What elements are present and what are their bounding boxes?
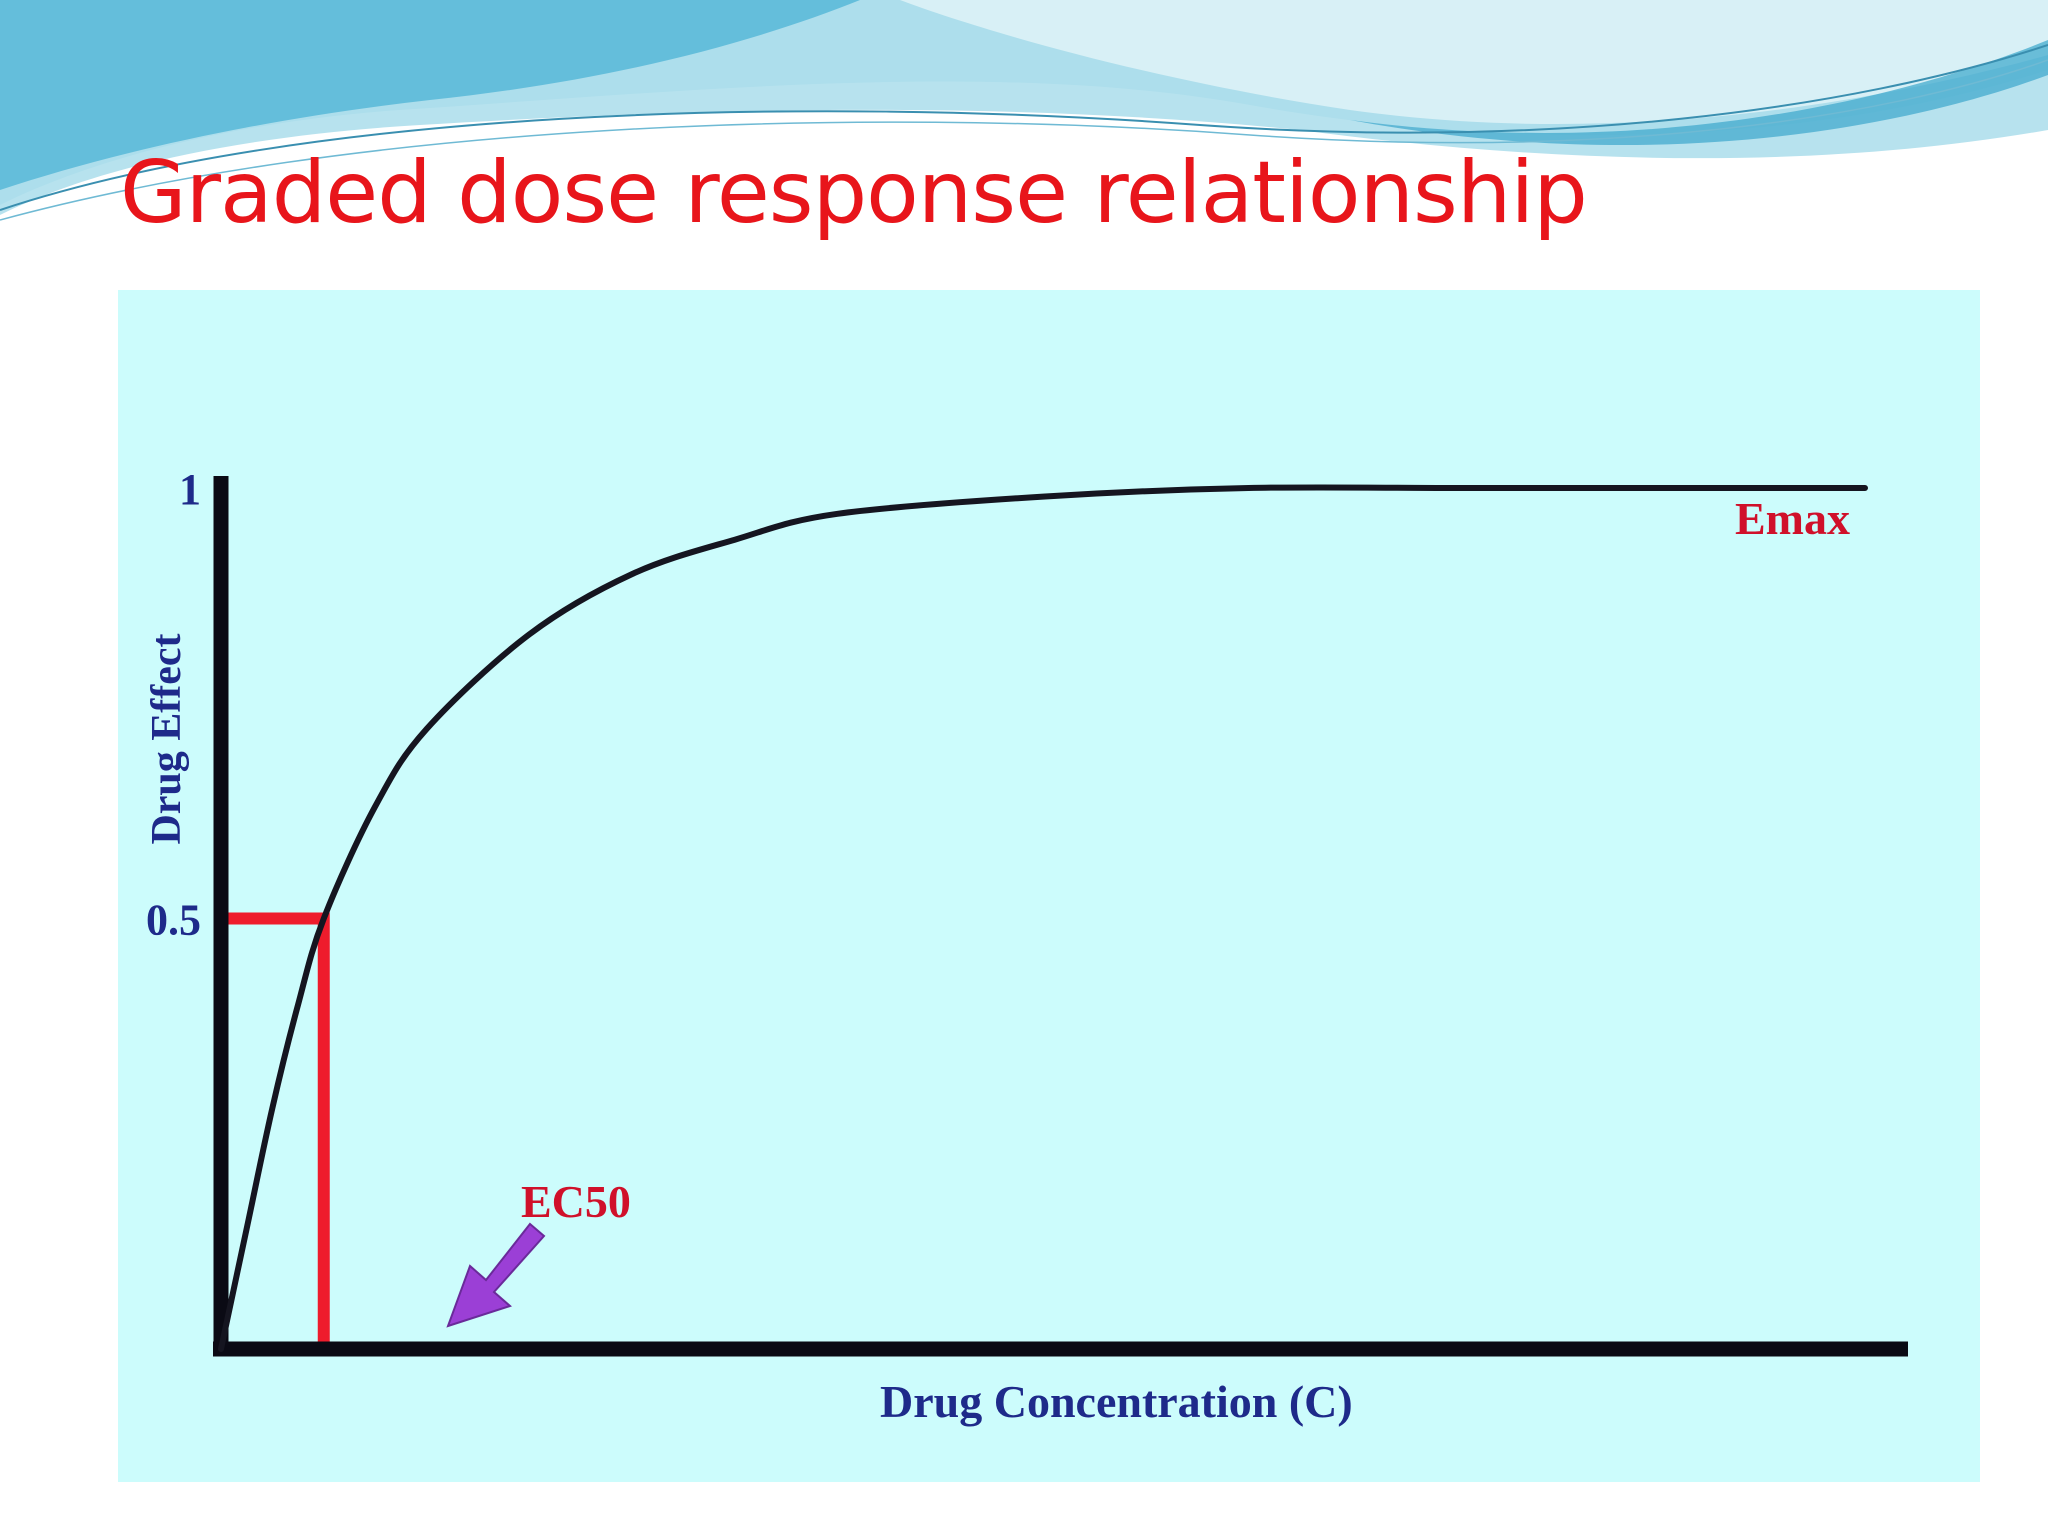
y-tick-labels: 10.5 <box>146 465 201 945</box>
dose-response-curve <box>218 484 1868 1352</box>
dose-response-chart: 10.5 Drug Effect Drug Concentration (C) … <box>118 290 1980 1482</box>
chart-background <box>118 290 1980 1482</box>
x-axis-label: Drug Concentration (C) <box>880 1376 1353 1427</box>
ec50-arrow-icon <box>446 1222 546 1328</box>
slide-title: Graded dose response relationship <box>120 143 1588 243</box>
ec50-guides <box>221 912 330 1349</box>
emax-annotation: Emax <box>1735 493 1850 544</box>
y-axis-label: Drug Effect <box>144 633 190 844</box>
y-tick-label: 1 <box>179 465 201 514</box>
axes <box>213 476 1908 1357</box>
ec50-annotation: EC50 <box>521 1176 631 1227</box>
series-layer <box>218 484 1868 1352</box>
header-wave-decoration <box>0 0 2048 221</box>
y-tick-label: 0.5 <box>146 896 201 945</box>
